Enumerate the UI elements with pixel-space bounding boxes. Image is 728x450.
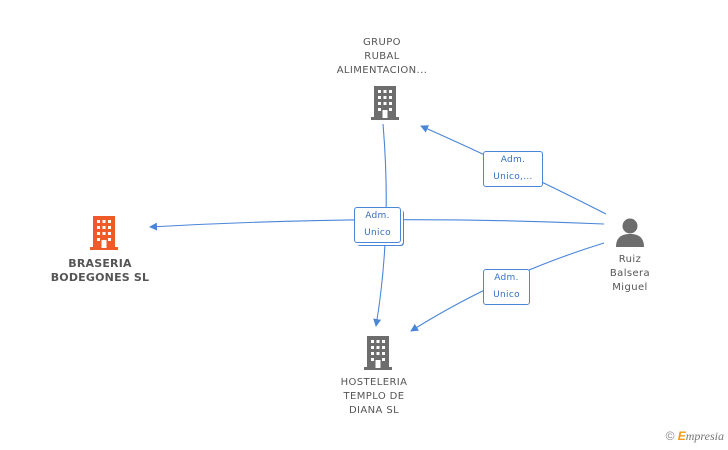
watermark-brand-rest: mpresia [685,429,724,443]
node-label-grupo-rubal: GRUPO RUBAL ALIMENTACION... [336,37,428,76]
edge-label-ruiz-braseria[interactable]: Adm. Unico [354,207,401,243]
copyright-symbol: © [665,429,675,443]
person-icon[interactable] [614,217,646,247]
empresia-watermark: © Empresia [666,429,724,444]
edge-label-ruiz-grupo[interactable]: Adm. Unico,... [483,151,543,187]
node-label-ruiz: Ruiz Balsera Miguel [609,254,651,293]
node-label-hosteleria: HOSTELERIA TEMPLO DE DIANA SL [340,377,408,416]
building-icon[interactable] [369,86,401,120]
building-icon[interactable] [362,336,394,370]
building-icon-main[interactable] [88,216,120,250]
edge-label-ruiz-hosteleria[interactable]: Adm. Unico [483,269,530,305]
node-label-braseria: BRASERIA BODEGONES SL [50,257,150,284]
watermark-brand-initial: E [677,429,686,443]
